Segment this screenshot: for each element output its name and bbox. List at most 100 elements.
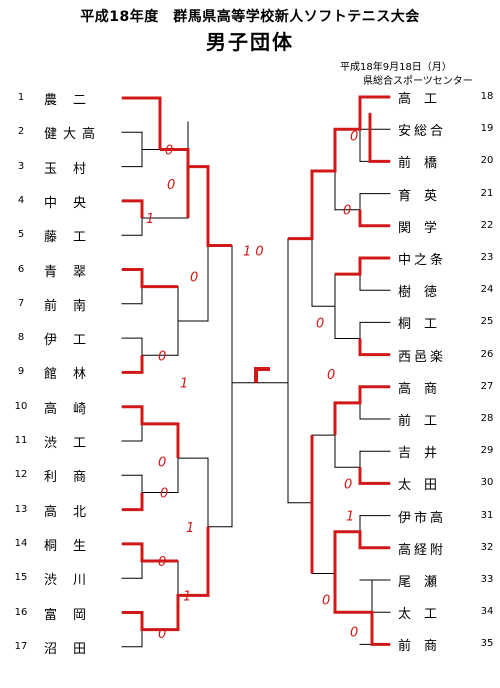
team-seed-number: 34 (480, 606, 494, 618)
score-mark: 0 (350, 626, 358, 641)
winner-path (358, 467, 390, 485)
team-seed-number: 4 (17, 194, 25, 206)
team-name: 前工 (398, 414, 451, 429)
team-seed-number: 30 (480, 477, 494, 489)
score-mark: 0 (158, 555, 166, 570)
team-name: 太田 (398, 478, 451, 494)
team-seed-number: 32 (480, 541, 494, 553)
team-seed-number: 3 (17, 160, 25, 172)
team-seed-number: 33 (480, 574, 494, 585)
team-seed-number: 10 (14, 400, 28, 412)
winner-path (122, 405, 180, 459)
winner-path (122, 355, 144, 374)
winner-path (358, 338, 390, 357)
team-name: 桐生 (44, 538, 103, 554)
score-mark: 0 (160, 486, 168, 501)
team-name: 安総合 (398, 124, 447, 140)
team-seed-number: 18 (480, 91, 494, 102)
team-seed-number: 2 (17, 126, 25, 138)
score-mark: 0 (350, 130, 358, 145)
team-seed-number: 22 (480, 219, 494, 231)
team-seed-number: 11 (14, 435, 28, 446)
winner-path (122, 526, 210, 632)
winner-path (122, 268, 178, 289)
team-seed-number: 28 (480, 413, 494, 424)
champion-mark (254, 366, 270, 383)
semifinal-score-mark: 1 0 (243, 244, 264, 259)
winner-path (122, 199, 144, 219)
team-name: 桐工 (398, 317, 451, 333)
team-seed-number: 23 (480, 252, 494, 263)
team-name: 吉井 (398, 446, 451, 462)
winner-path (122, 542, 178, 563)
team-name: 青翠 (44, 264, 103, 280)
team-seed-number: 6 (17, 263, 25, 275)
score-mark: 1 (183, 589, 191, 604)
team-name: 高工 (398, 92, 451, 107)
team-name: 伊市高 (398, 510, 447, 526)
score-mark: 0 (190, 270, 198, 285)
team-seed-number: 29 (480, 445, 494, 457)
team-seed-number: 17 (14, 640, 28, 652)
team-name: 育英 (398, 188, 451, 204)
score-mark: 0 (322, 593, 330, 608)
team-name: 利商 (44, 470, 103, 486)
winner-path (122, 96, 162, 150)
team-seed-number: 7 (17, 297, 25, 309)
score-mark: 0 (316, 316, 324, 331)
team-name: 藤工 (44, 230, 103, 246)
score-mark: 0 (344, 477, 352, 492)
team-seed-number: 20 (480, 155, 494, 167)
team-name: 渋工 (44, 436, 103, 451)
team-seed-number: 15 (14, 572, 28, 584)
team-name: 玉村 (44, 161, 103, 177)
team-name: 沼田 (44, 641, 103, 657)
team-seed-number: 12 (14, 469, 28, 481)
team-seed-number: 35 (480, 638, 494, 650)
team-seed-number: 25 (480, 316, 494, 328)
score-mark: 1 (180, 377, 188, 392)
score-mark: 1 (346, 510, 354, 525)
team-name: 高商 (398, 381, 451, 397)
team-seed-number: 19 (480, 123, 494, 135)
score-mark: 0 (158, 349, 166, 364)
team-name: 健大高 (44, 127, 102, 143)
team-seed-number: 13 (14, 503, 28, 515)
team-name: 西邑楽 (398, 349, 447, 365)
winner-path (333, 385, 390, 436)
team-seed-number: 14 (14, 537, 28, 549)
team-seed-number: 26 (480, 348, 494, 360)
team-name: 高崎 (44, 401, 103, 417)
team-name: 前南 (44, 298, 103, 314)
tournament-title: 平成18年度 群馬県高等学校新人ソフトテニス大会 (80, 9, 420, 25)
team-name: 中央 (44, 195, 103, 211)
winner-path (358, 209, 390, 228)
score-mark: 0 (158, 627, 166, 642)
team-name: 関学 (398, 220, 451, 236)
winner-path (160, 147, 190, 219)
team-seed-number: 5 (17, 229, 25, 241)
winner-path (122, 492, 144, 512)
winner-path (288, 95, 390, 241)
team-name: 樹徳 (398, 285, 451, 301)
score-mark: 1 (146, 212, 154, 227)
score-mark: 0 (165, 143, 173, 158)
event-date: 平成18年9月18日（月） (340, 62, 452, 73)
team-seed-number: 1 (17, 92, 25, 103)
team-seed-number: 27 (480, 380, 494, 392)
winner-path (188, 165, 232, 247)
team-name: 前橋 (398, 156, 451, 172)
team-seed-number: 9 (17, 366, 25, 378)
team-seed-number: 31 (480, 509, 494, 521)
team-name: 高北 (44, 504, 103, 520)
score-mark: 0 (167, 178, 175, 193)
winner-path (368, 113, 390, 163)
winner-path (333, 530, 390, 646)
team-name: 前商 (398, 639, 451, 655)
score-mark: 0 (158, 456, 166, 471)
team-name: 農二 (44, 93, 103, 108)
team-name: 中之条 (398, 253, 447, 268)
team-name: 渋川 (44, 573, 103, 589)
team-name: 伊工 (44, 333, 103, 349)
